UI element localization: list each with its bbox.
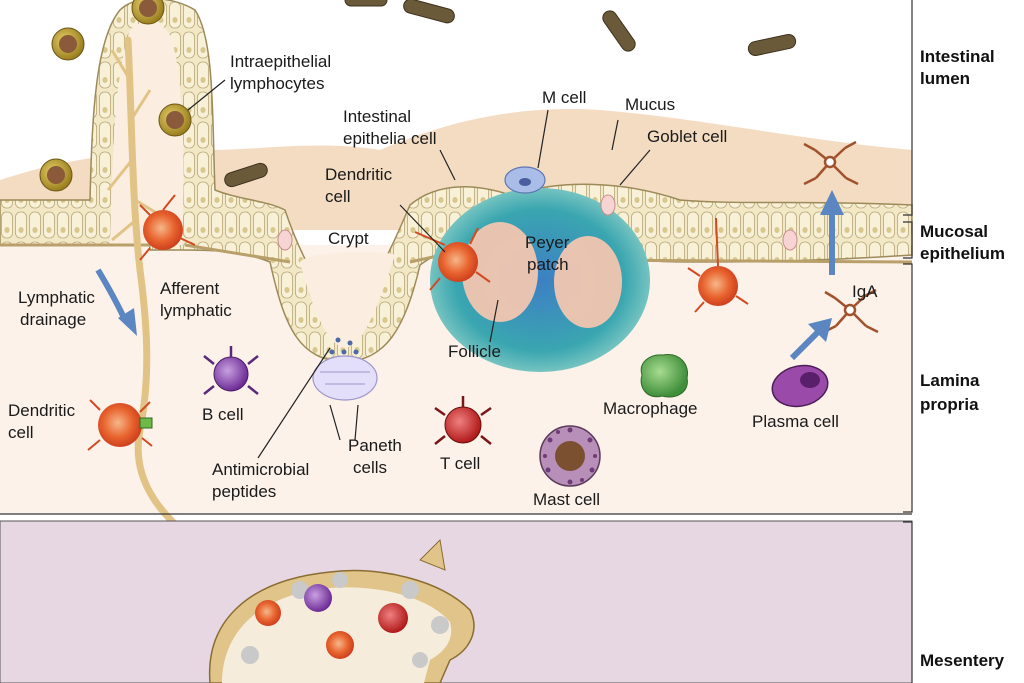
label-peyer-patch: Peyer patch (525, 233, 574, 274)
bacteria (224, 0, 797, 188)
dendritic-cell-lamina (687, 217, 749, 313)
iga-transport-arrow-up (820, 190, 844, 275)
label-leader-lines (187, 79, 651, 459)
t-cell (434, 396, 492, 445)
label-mast-cell: Mast cell (533, 490, 600, 509)
lymphatic-branches (106, 49, 161, 242)
label-crypt: Crypt (328, 229, 369, 248)
region-label-epithelium: Mucosal epithelium (920, 222, 1005, 263)
dendritic-cell-villus (139, 194, 196, 261)
label-antimicrobial-peptides: Antimicrobial peptides (212, 460, 314, 501)
label-dendritic-cell-left: Dendritic cell (8, 401, 80, 442)
m-cell (504, 166, 546, 194)
macrophage (640, 354, 689, 398)
region-label-mesentery: Mesentery (920, 651, 1005, 670)
region-label-lamina: Lamina propria (920, 371, 984, 414)
label-goblet-cell: Goblet cell (647, 127, 727, 146)
iga-antibody-lamina (823, 288, 879, 334)
plasma-cell (771, 364, 829, 408)
label-intraepithelial-lymphocytes: Intraepithelial lymphocytes (230, 52, 336, 93)
dendritic-cell-crypt (414, 227, 491, 291)
iga-antibody-lumen (803, 140, 859, 186)
label-paneth-cells: Paneth cells (348, 436, 407, 477)
label-plasma-cell: Plasma cell (752, 412, 839, 431)
b-cell (203, 346, 259, 395)
peyer-patch-follicle (430, 188, 650, 372)
label-dendritic-cell-top: Dendritic cell (325, 165, 397, 206)
mesenteric-lymph-node (208, 538, 475, 683)
label-t-cell: T cell (440, 454, 480, 473)
label-follicle: Follicle (448, 342, 501, 361)
label-macrophage: Macrophage (603, 399, 698, 418)
label-m-cell: M cell (542, 88, 586, 107)
label-mucus: Mucus (625, 95, 675, 114)
label-intestinal-epithelial-cell: Intestinal epithelia cell (343, 107, 437, 148)
label-lymphatic-drainage: Lymphatic drainage (18, 288, 100, 329)
paneth-cells (312, 355, 378, 401)
region-brackets (0, 0, 913, 683)
region-label-lumen: Intestinal lumen (920, 47, 999, 88)
label-b-cell: B cell (202, 405, 244, 424)
lymphatic-drainage-arrow (95, 268, 137, 336)
label-afferent-lymphatic: Afferent lymphatic (160, 279, 232, 320)
iga-secretion-arrow (789, 318, 832, 361)
goblet-cells (277, 194, 798, 251)
basement-membrane (0, 236, 913, 264)
dendritic-cell-lymphatic (87, 399, 153, 451)
mast-cell (539, 425, 601, 487)
crypt-lumen (300, 251, 395, 348)
intraepithelial-lymphocytes (39, 0, 192, 192)
antimicrobial-peptides (329, 337, 359, 355)
label-iga: IgA (852, 282, 878, 301)
